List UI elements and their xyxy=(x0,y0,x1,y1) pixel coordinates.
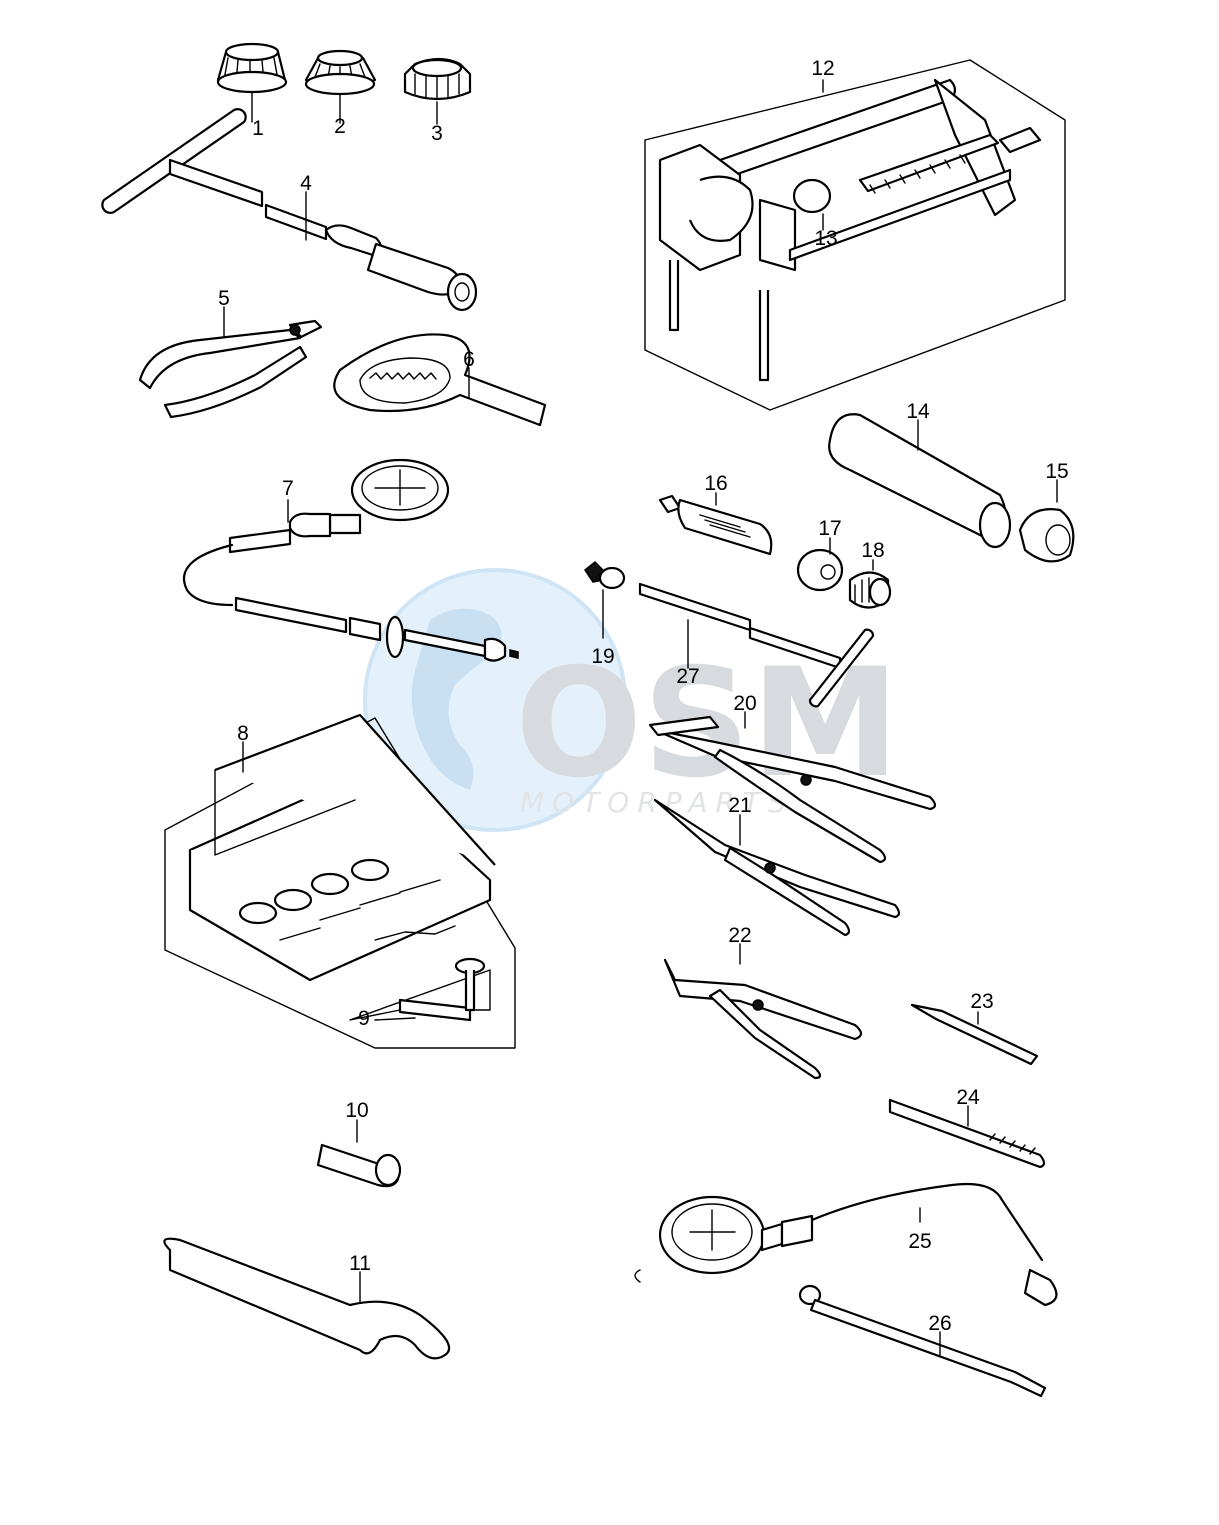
part-20-circlip-pliers xyxy=(648,715,937,864)
callout-label-18: 18 xyxy=(861,539,884,562)
callout-label-11: 11 xyxy=(349,1252,371,1275)
callout-label-17: 17 xyxy=(818,517,841,540)
part-7-compression-gauge xyxy=(182,458,519,662)
callout-label-1: 1 xyxy=(252,117,264,140)
part-12-bearing-puller xyxy=(644,59,1066,411)
callout-label-12: 12 xyxy=(811,57,834,80)
part-3-bearing xyxy=(403,57,472,101)
callout-label-3: 3 xyxy=(431,122,443,145)
callout-label-7: 7 xyxy=(282,477,294,500)
part-23-screwdriver-bit xyxy=(910,1003,1039,1066)
callout-label-4: 4 xyxy=(300,172,312,195)
part-27-bar-holder xyxy=(638,582,875,708)
callout-label-8: 8 xyxy=(237,722,249,745)
callout-label-16: 16 xyxy=(704,472,727,495)
part-8-carb-gauge-set-case xyxy=(164,713,516,1049)
callout-label-6: 6 xyxy=(463,348,475,371)
part-17-guide-reamer xyxy=(796,548,844,592)
part-21-circlip-pliers xyxy=(653,798,901,937)
callout-label-23: 23 xyxy=(970,990,993,1013)
part-4-t-handle-socket xyxy=(101,108,478,312)
part-9-gauge-adapter xyxy=(349,957,491,1022)
part-10-socket xyxy=(316,1143,402,1188)
part-1-bearing xyxy=(216,42,288,94)
callout-label-21: 21 xyxy=(728,794,751,817)
part-26-gauge-adapter xyxy=(798,1284,1047,1398)
callout-label-25: 25 xyxy=(908,1230,931,1253)
part-15-driver-adapter xyxy=(1018,508,1075,563)
callout-label-20: 20 xyxy=(733,692,756,715)
part-24-driver-shaft xyxy=(888,1098,1046,1169)
part-5-pliers xyxy=(138,319,323,419)
callout-label-15: 15 xyxy=(1045,460,1068,483)
callout-label-5: 5 xyxy=(218,287,230,310)
watermark-subtitle: MOTORPARTS xyxy=(520,786,794,819)
part-2-bearing xyxy=(304,49,377,96)
callout-label-13: 13 xyxy=(814,227,837,250)
part-25-oil-pressure-gauge xyxy=(634,1182,1058,1307)
part-19-cutter-holder xyxy=(583,560,626,590)
callout-label-10: 10 xyxy=(345,1099,368,1122)
part-16-valve-guide-arbor xyxy=(658,494,773,556)
callout-label-19: 19 xyxy=(591,645,614,668)
callout-label-26: 26 xyxy=(928,1312,951,1335)
callout-label-22: 22 xyxy=(728,924,751,947)
callout-label-14: 14 xyxy=(906,400,930,423)
part-14-bearing-driver xyxy=(828,413,1012,549)
callout-label-9: 9 xyxy=(358,1007,370,1030)
part-18-valve-seat-cutter xyxy=(848,571,892,609)
callout-label-27: 27 xyxy=(676,665,699,688)
part-6-clutch-holder xyxy=(333,333,547,427)
part-11-hook-wrench xyxy=(163,1237,451,1360)
callout-label-2: 2 xyxy=(334,115,346,138)
callout-label-24: 24 xyxy=(956,1086,980,1109)
part-22-valve-spring-pliers xyxy=(663,958,863,1080)
